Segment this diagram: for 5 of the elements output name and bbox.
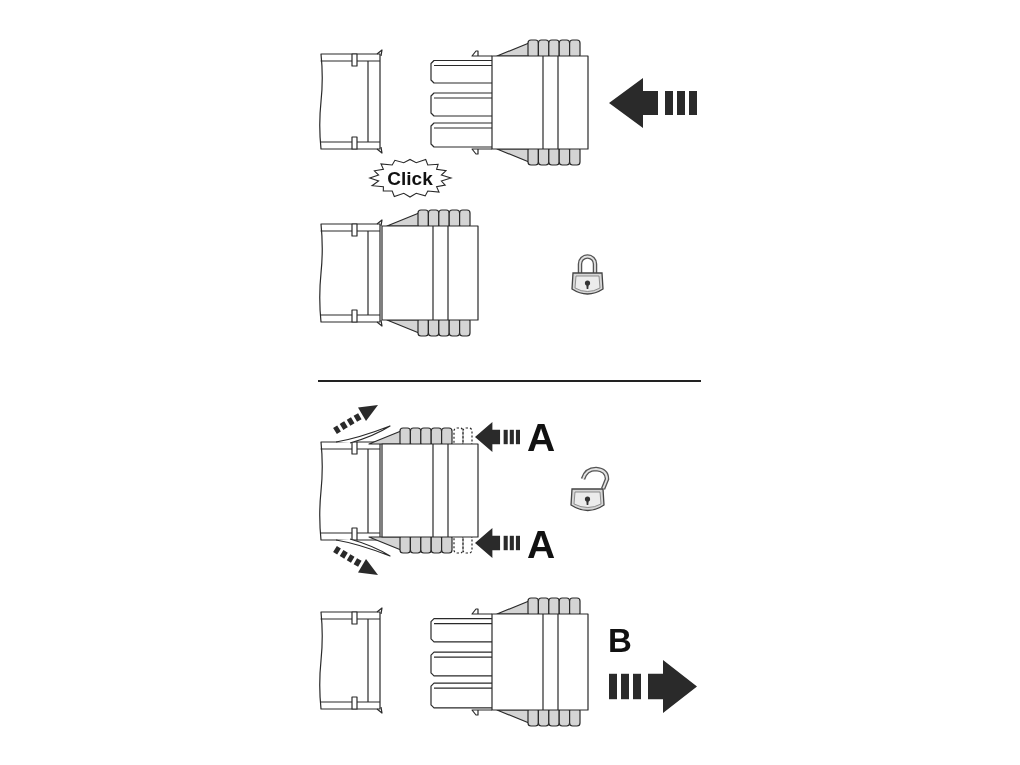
step-letter: A [527,418,556,457]
step-letter: A [527,525,556,564]
step-letter: B [608,624,632,657]
starburst-callout [368,157,452,199]
callout-text: Click [387,168,433,188]
